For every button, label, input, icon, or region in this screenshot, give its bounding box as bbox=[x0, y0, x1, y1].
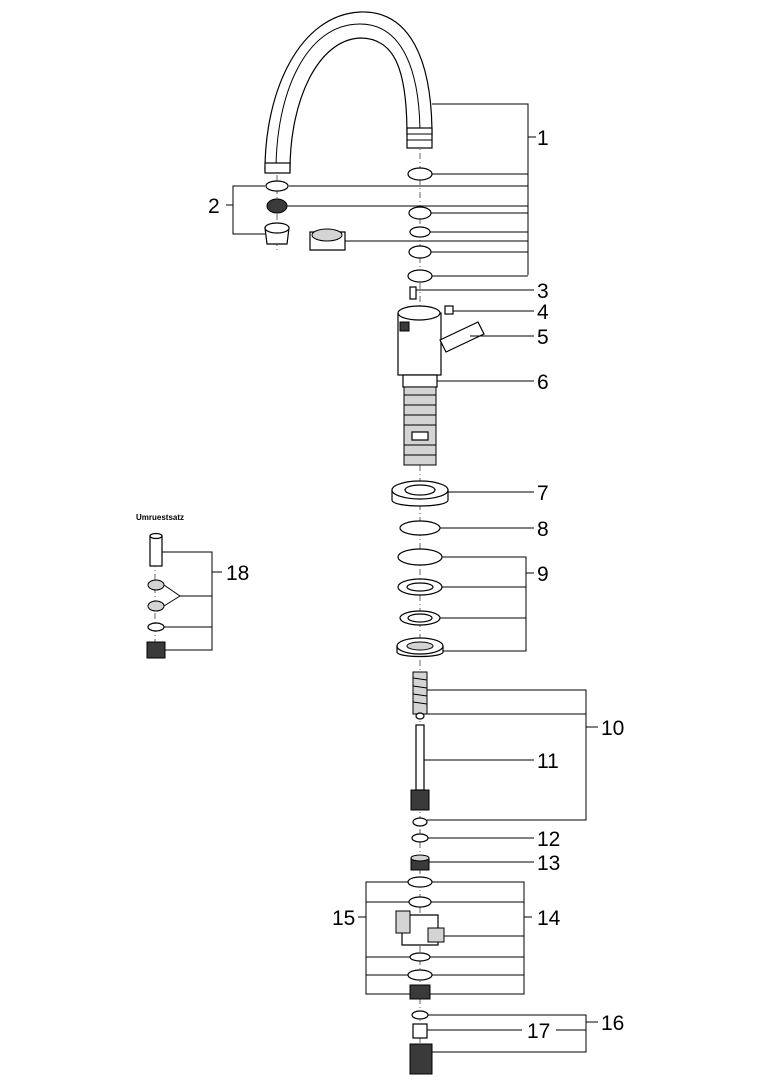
callout-18: 18 bbox=[226, 562, 249, 585]
part-2-aerator bbox=[264, 180, 290, 245]
callout-13: 13 bbox=[537, 852, 560, 875]
callout-6: 6 bbox=[537, 371, 549, 394]
part-12-oring bbox=[411, 833, 429, 843]
callout-7: 7 bbox=[537, 482, 549, 505]
callout-2: 2 bbox=[208, 195, 220, 218]
callout-15: 15 bbox=[332, 907, 355, 930]
part-8-ring bbox=[399, 520, 441, 536]
callout-1: 1 bbox=[537, 127, 549, 150]
callout-10: 10 bbox=[601, 717, 624, 740]
spout-hose bbox=[264, 11, 433, 174]
part-18-kit bbox=[146, 532, 166, 659]
callout-16: 16 bbox=[601, 1012, 624, 1035]
part-1-rings bbox=[309, 167, 433, 283]
part-9-washers bbox=[396, 548, 444, 658]
callout-5: 5 bbox=[537, 326, 549, 349]
callout-12: 12 bbox=[537, 828, 560, 851]
part-10-11-rod bbox=[410, 671, 430, 827]
callout-9: 9 bbox=[537, 563, 549, 586]
callout-17: 17 bbox=[527, 1020, 550, 1043]
callout-11: 11 bbox=[537, 750, 559, 773]
part-16-17-fittings bbox=[409, 1010, 433, 1075]
callout-3: 3 bbox=[537, 280, 549, 303]
callout-4: 4 bbox=[537, 301, 549, 324]
callout-14: 14 bbox=[537, 907, 561, 930]
leader-lines bbox=[162, 103, 598, 1053]
part-3-4-5-6-body bbox=[397, 286, 485, 466]
part-13-insert bbox=[410, 854, 430, 871]
callout-8: 8 bbox=[537, 518, 549, 541]
part-7-rosette bbox=[391, 480, 449, 507]
part-14-15-tee bbox=[395, 876, 445, 1000]
kit-label: Umruestsatz bbox=[136, 513, 184, 522]
